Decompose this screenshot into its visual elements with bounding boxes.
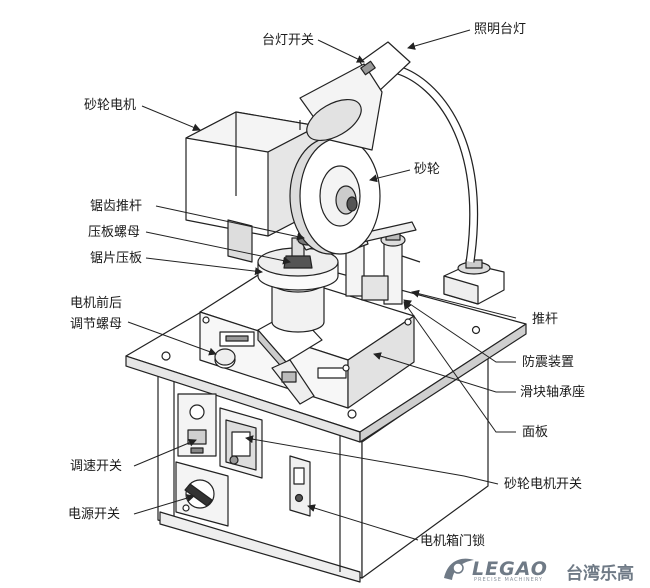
label-slider-bearing: 滑块轴承座 — [520, 385, 586, 400]
leader-power-switch — [133, 494, 195, 515]
brand-tagline: PRECISE MACHINERY — [474, 577, 544, 583]
leader-panel — [403, 301, 516, 433]
motor-adjust-nut — [214, 348, 236, 369]
speed-switch-box — [177, 393, 217, 457]
label-saw-pusher: 锯齿推杆 — [90, 199, 143, 214]
leader-wheel-motor — [141, 105, 201, 132]
leader-wheel — [369, 169, 411, 183]
leader-push-rod — [411, 289, 517, 319]
leader-speed-switch — [133, 439, 197, 467]
brand-logo: LEGAO 台湾乐高 PRECISE MACHINERY — [436, 556, 646, 584]
lamp-arm — [396, 65, 479, 263]
leader-slider-bearing — [373, 352, 516, 393]
wheel-motor-switch-box — [219, 407, 263, 479]
cabinet-lock-box — [289, 455, 311, 517]
power-switch-box — [175, 461, 229, 527]
leader-lamp-switch — [317, 39, 365, 63]
leader-saw-pusher — [155, 205, 305, 241]
lamp-head — [299, 41, 411, 151]
label-wheel: 砂轮 — [414, 162, 441, 177]
label-wheel-motor-switch: 砂轮电机开关 — [504, 477, 583, 492]
shockproof-posts — [339, 225, 406, 305]
leader-blade-plate — [145, 257, 263, 276]
label-motor-adjust-line2: 调节螺母 — [70, 317, 123, 332]
press-column — [257, 237, 339, 333]
lamp-base — [443, 259, 505, 305]
label-lamp: 照明台灯 — [474, 22, 527, 37]
label-push-rod: 推杆 — [532, 312, 559, 327]
brand-swoosh-icon — [444, 558, 474, 580]
brand-name-cn: 台湾乐高 — [566, 564, 634, 584]
label-lamp-switch: 台灯开关 — [262, 33, 315, 48]
brand-name-en: LEGAO — [472, 558, 548, 580]
leader-motor-adjust — [127, 321, 217, 356]
leader-lamp — [407, 29, 471, 50]
label-blade-plate: 锯片压板 — [90, 251, 143, 266]
leader-cabinet-lock — [307, 504, 419, 541]
leader-shockproof — [403, 299, 516, 363]
label-speed-switch: 调速开关 — [70, 459, 123, 474]
label-cabinet-lock: 电机箱门锁 — [420, 534, 486, 549]
label-power-switch: 电源开关 — [68, 507, 121, 522]
label-shockproof: 防震装置 — [522, 355, 575, 370]
label-wheel-motor: 砂轮电机 — [84, 98, 137, 113]
label-motor-adjust-line1: 电机前后 — [70, 296, 123, 311]
leader-press-nut — [145, 231, 291, 265]
label-press-nut: 压板螺母 — [88, 225, 141, 240]
grinding-wheel — [289, 137, 381, 255]
label-panel: 面板 — [522, 425, 549, 440]
leader-wheel-motor-switch — [245, 435, 499, 485]
